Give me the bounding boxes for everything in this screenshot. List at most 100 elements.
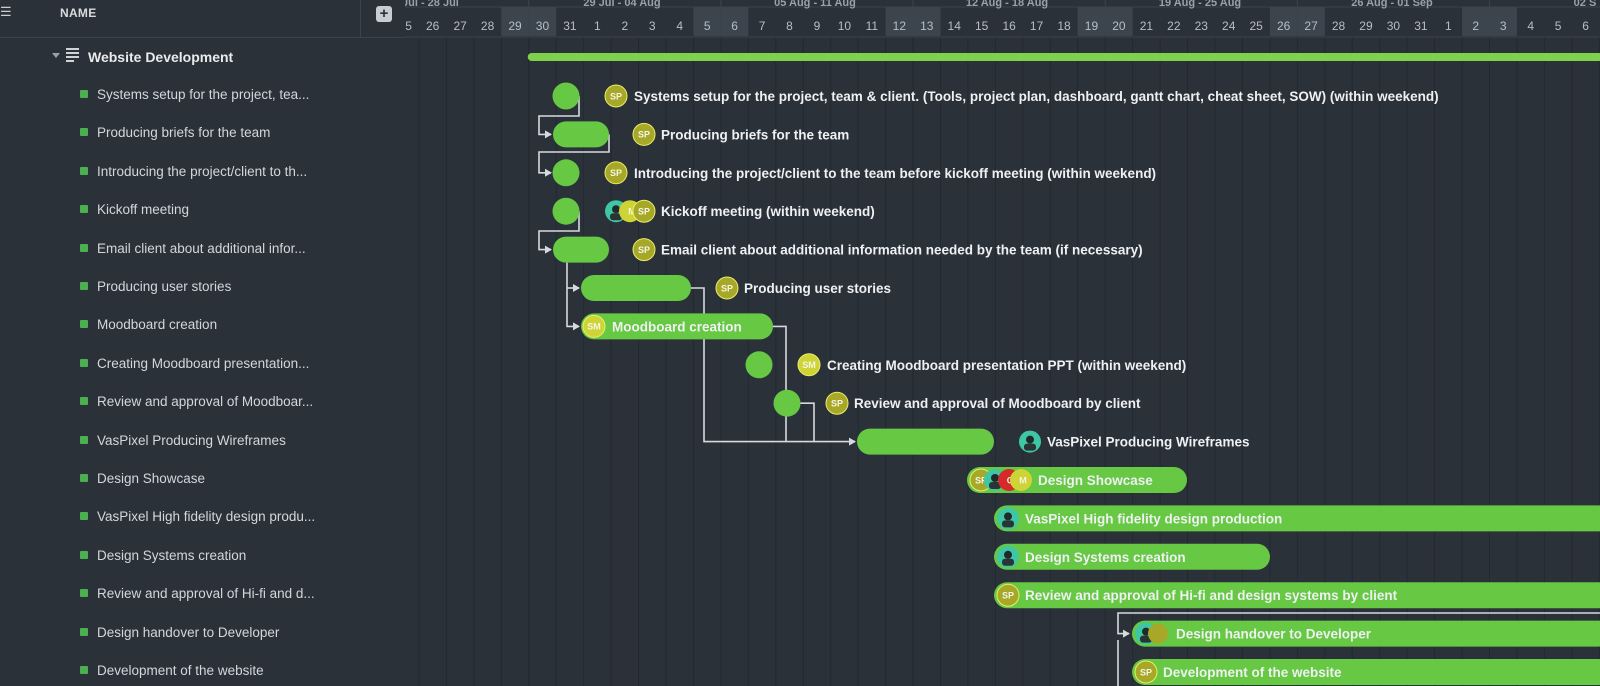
task-name[interactable]: Email client about additional infor... <box>97 240 306 256</box>
dependency-arrow-icon <box>573 284 580 292</box>
assignee-avatar <box>1148 623 1168 644</box>
task-row[interactable]: Producing user stories <box>0 269 405 307</box>
task-row[interactable]: Kickoff meeting <box>0 192 405 230</box>
task-row[interactable]: Producing briefs for the team <box>0 115 405 153</box>
task-name[interactable]: Design Showcase <box>97 471 206 486</box>
task-bar[interactable] <box>581 313 773 340</box>
task-bar[interactable] <box>857 428 994 455</box>
task-bar-label[interactable]: Design Showcase <box>1038 473 1153 488</box>
task-bar-label[interactable]: Producing user stories <box>744 281 891 296</box>
group-name[interactable]: Website Development <box>88 49 234 65</box>
task-row[interactable]: Moodboard creation <box>0 307 405 345</box>
task-name[interactable]: Design handover to Developer <box>97 624 280 640</box>
task-bar[interactable] <box>994 543 1270 570</box>
task-bar-label[interactable]: Email client about additional informatio… <box>661 243 1143 258</box>
task-bar-label[interactable]: Systems setup for the project, team & cl… <box>634 89 1439 104</box>
task-status-icon <box>80 358 88 367</box>
task-row[interactable]: VasPixel High fidelity design produ... <box>0 499 405 537</box>
task-row[interactable]: Development of the website <box>0 653 405 686</box>
dependency-connector <box>800 402 815 442</box>
task-bar-label[interactable]: Design Systems creation <box>1025 550 1186 565</box>
task-list-panel: ☰ NAME + Website Development Systems set… <box>0 0 405 686</box>
weekend-header-cell <box>1269 7 1298 36</box>
user-avatar-head <box>991 474 999 482</box>
task-name[interactable]: Producing briefs for the team <box>97 125 271 141</box>
task-name[interactable]: VasPixel Producing Wireframes <box>97 432 286 448</box>
assignee-avatar <box>632 238 656 262</box>
task-bar[interactable] <box>1132 659 1600 685</box>
group-summary-bar[interactable] <box>527 53 1600 61</box>
task-bar[interactable] <box>994 582 1600 609</box>
task-name[interactable]: Design Systems creation <box>97 547 247 563</box>
task-status-icon <box>80 435 88 444</box>
task-bar-label[interactable]: Introducing the project/client to the te… <box>634 166 1156 181</box>
name-column-header[interactable]: NAME <box>60 6 97 20</box>
dependency-connector <box>538 96 580 136</box>
task-name[interactable]: Moodboard creation <box>97 317 218 333</box>
task-row[interactable]: Design handover to Developer <box>0 615 405 653</box>
task-name[interactable]: Producing user stories <box>97 279 232 294</box>
task-bar[interactable] <box>553 121 609 148</box>
task-bar-label[interactable]: Creating Moodboard presentation PPT (wit… <box>827 358 1186 373</box>
task-bar-label[interactable]: Kickoff meeting (within weekend) <box>661 204 875 219</box>
day-label: 6 <box>1582 19 1589 33</box>
task-status-icon <box>80 243 88 252</box>
task-bar[interactable] <box>1132 620 1600 647</box>
task-bar[interactable] <box>581 275 691 301</box>
task-bar-label[interactable]: Design handover to Developer <box>1176 627 1372 642</box>
add-task-button[interactable]: + <box>376 6 392 22</box>
user-avatar-body <box>1002 520 1014 528</box>
task-bar-label[interactable]: Moodboard creation <box>612 319 742 334</box>
task-name[interactable]: Systems setup for the project, tea... <box>97 87 310 102</box>
user-avatar-head <box>612 205 620 214</box>
task-bar-milestone[interactable] <box>745 351 773 379</box>
task-row[interactable]: Creating Moodboard presentation... <box>0 346 405 384</box>
task-bar-label[interactable]: Development of the website <box>1163 665 1342 680</box>
task-name[interactable]: Kickoff meeting <box>97 202 190 218</box>
column-divider[interactable] <box>360 0 361 37</box>
chevron-down-icon[interactable] <box>52 53 60 58</box>
task-name[interactable]: Creating Moodboard presentation... <box>97 355 310 371</box>
task-row[interactable]: Design Systems creation <box>0 538 405 576</box>
task-bar-label[interactable]: Review and approval of Hi-fi and design … <box>1025 588 1398 603</box>
task-row[interactable]: Systems setup for the project, tea... <box>0 77 405 115</box>
task-row[interactable]: VasPixel Producing Wireframes <box>0 423 405 461</box>
day-label: 29 <box>1359 19 1373 33</box>
task-name[interactable]: Development of the website <box>97 663 264 678</box>
task-row[interactable]: Email client about additional infor... <box>0 231 405 269</box>
task-bar-milestone[interactable] <box>552 197 580 225</box>
task-bar-milestone[interactable] <box>552 159 580 187</box>
task-row[interactable]: Review and approval of Moodboar... <box>0 384 405 422</box>
task-bar-label[interactable]: VasPixel Producing Wireframes <box>1047 435 1249 450</box>
group-row[interactable]: Website Development <box>0 41 405 73</box>
assignee-avatar-initials: SP <box>721 283 733 293</box>
menu-icon[interactable]: ☰ <box>0 4 12 19</box>
assignee-avatar-initials: SP <box>610 91 622 101</box>
task-bar-label[interactable]: VasPixel High fidelity design production <box>1025 511 1282 526</box>
task-bar-milestone[interactable] <box>773 389 801 417</box>
user-avatar-body <box>1002 558 1014 566</box>
task-row[interactable]: Design Showcase <box>0 461 405 499</box>
assignee-avatar <box>996 583 1020 607</box>
task-bar-label[interactable]: Producing briefs for the team <box>661 127 849 142</box>
day-label: 14 <box>948 19 962 33</box>
task-bar[interactable] <box>994 505 1600 532</box>
dependency-connector <box>690 287 855 443</box>
dependency-connector <box>566 262 579 328</box>
task-name[interactable]: Review and approval of Hi-fi and d... <box>97 586 315 602</box>
task-row[interactable]: Introducing the project/client to th... <box>0 154 405 192</box>
task-bar[interactable] <box>553 236 609 263</box>
day-label: 5 <box>1555 19 1562 33</box>
task-name[interactable]: VasPixel High fidelity design produ... <box>97 509 316 525</box>
task-name[interactable]: Introducing the project/client to th... <box>97 163 308 179</box>
task-bar-milestone[interactable] <box>552 82 580 110</box>
task-name[interactable]: Review and approval of Moodboar... <box>97 394 314 410</box>
task-bar-label[interactable]: Review and approval of Moodboard by clie… <box>854 396 1141 411</box>
day-label: 8 <box>786 19 793 33</box>
assignee-avatar-initials: SP <box>610 168 622 178</box>
task-row[interactable]: Review and approval of Hi-fi and d... <box>0 576 405 614</box>
dependency-connector <box>538 211 580 251</box>
